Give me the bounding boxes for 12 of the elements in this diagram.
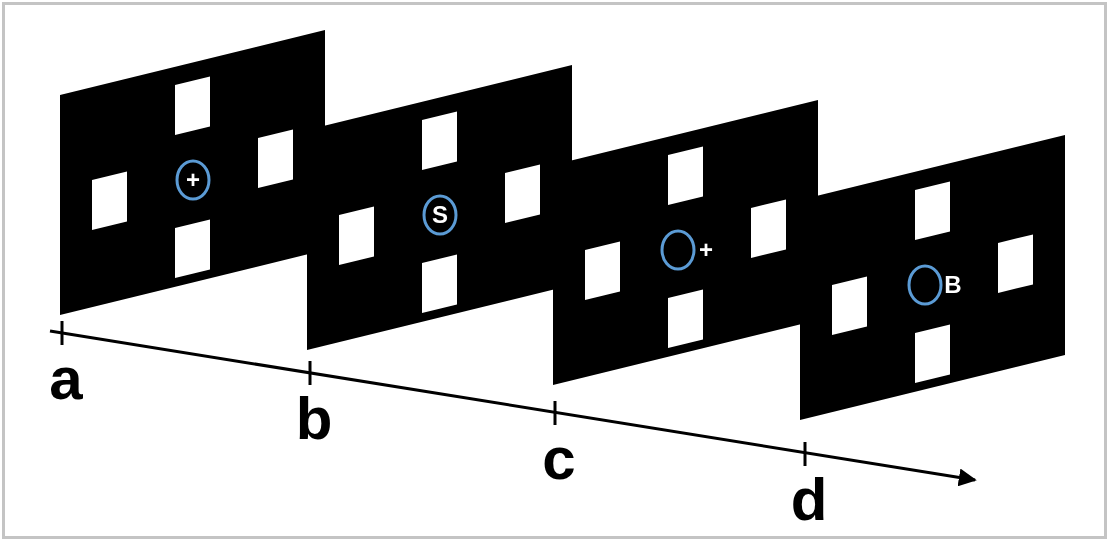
stimulus-symbol: B: [944, 273, 962, 297]
display-screen: [307, 65, 572, 350]
display-screen: [60, 30, 325, 315]
time-point-label: c: [542, 429, 576, 489]
time-point-label: d: [790, 470, 828, 530]
stimulus-symbol: +: [699, 238, 713, 262]
display-screen: [800, 135, 1065, 420]
time-point-label: b: [295, 389, 333, 449]
stimulus-symbol: S: [432, 203, 448, 227]
time-point-label: a: [49, 349, 83, 409]
stimulus-symbol: +: [186, 168, 200, 192]
display-screen: [553, 100, 818, 385]
